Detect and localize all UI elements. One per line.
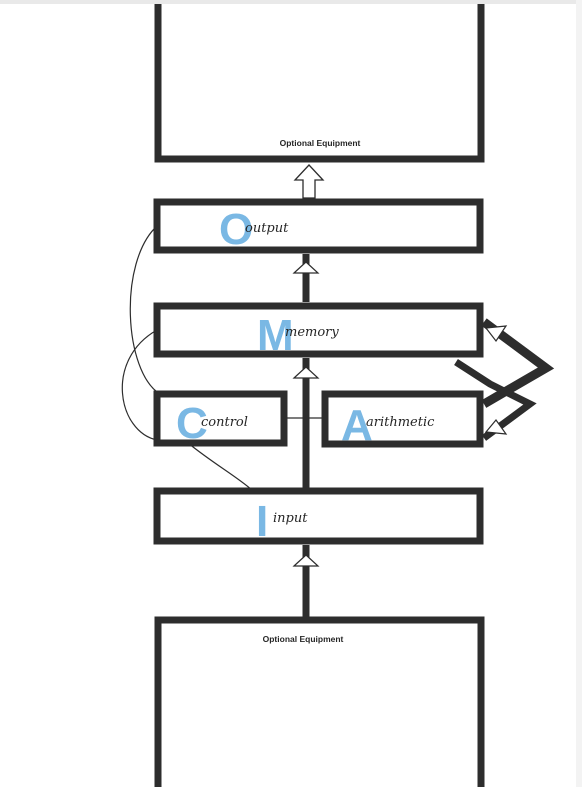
- control-frame: [153, 390, 288, 447]
- memory-to-output-arrow: [292, 261, 320, 274]
- memory-to-arithmetic-arrow: [484, 419, 508, 435]
- bottom-equipment-frame: [154, 616, 485, 787]
- arithmetic-initial: A: [341, 401, 373, 450]
- memory-initial: M: [257, 311, 294, 360]
- control-memory-curve: [121, 329, 158, 441]
- input-frame: [153, 487, 484, 545]
- control-initial: C: [176, 399, 208, 448]
- control-box: C control: [153, 390, 288, 448]
- arithmetic-to-memory-arrow: [484, 325, 508, 343]
- output-to-equipment-arrow: [293, 164, 325, 199]
- arithmetic-box: A arithmetic: [321, 390, 484, 450]
- arithmetic-frame: [321, 390, 484, 448]
- input-box: I input: [153, 487, 484, 546]
- page-edge-right: [576, 0, 582, 787]
- page-edge: [0, 0, 582, 4]
- bottom-equipment-label: Optional Equipment: [263, 634, 344, 644]
- input-label: input: [273, 511, 308, 526]
- output-box: O output: [153, 198, 484, 254]
- arithmetic-memory-return: [454, 359, 537, 441]
- output-label: output: [245, 221, 289, 236]
- output-initial: O: [219, 205, 253, 254]
- input-initial: I: [256, 497, 268, 546]
- memory-box: M memory: [153, 302, 484, 360]
- arithmetic-label: arithmetic: [366, 415, 435, 430]
- control-input-curve: [187, 442, 253, 491]
- top-equipment-label: Optional Equipment: [280, 138, 361, 148]
- top-equipment-box: Optional Equipment: [154, 4, 485, 163]
- top-equipment-frame: [154, 4, 485, 163]
- equipment-to-input-arrow: [292, 554, 320, 567]
- bottom-equipment-box: Optional Equipment: [154, 616, 485, 787]
- control-label: control: [201, 415, 248, 430]
- input-to-memory-arrow: [292, 366, 320, 379]
- memory-label: memory: [285, 325, 339, 340]
- control-output-curve: [129, 225, 161, 395]
- output-frame: [153, 198, 484, 254]
